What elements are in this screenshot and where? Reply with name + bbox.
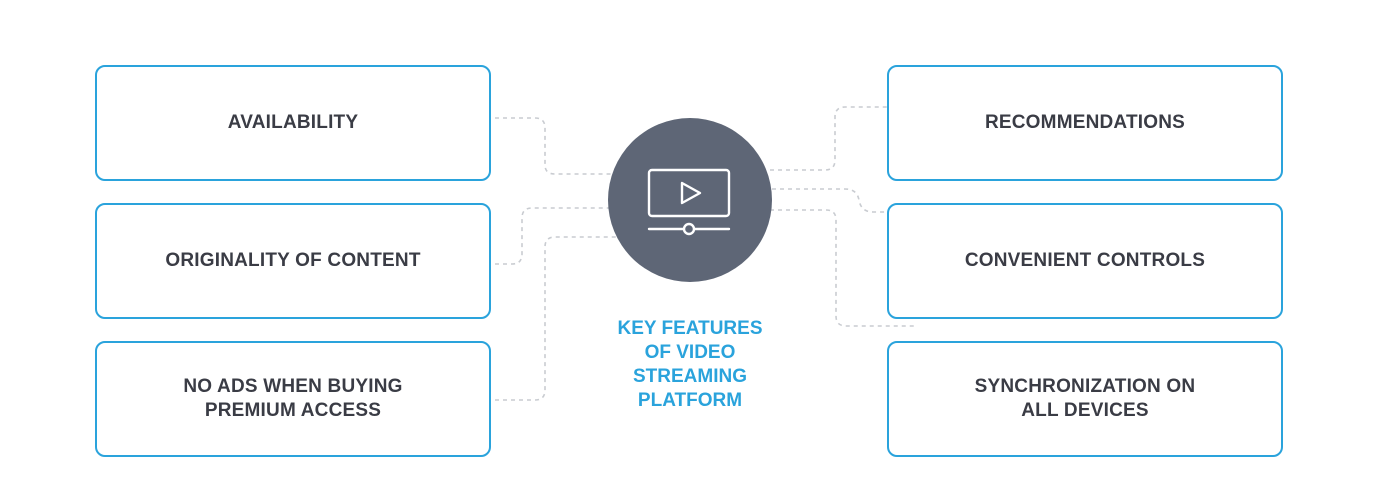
hub-circle bbox=[608, 118, 772, 282]
connector-controls bbox=[772, 188, 887, 213]
feature-box-originality: ORIGINALITY OF CONTENT bbox=[95, 203, 491, 319]
connector-originality bbox=[495, 207, 610, 265]
center-title: KEY FEATURES OF VIDEO STREAMING PLATFORM bbox=[617, 318, 763, 411]
connector-no-ads bbox=[495, 236, 620, 401]
video-player-icon bbox=[647, 168, 731, 236]
feature-box-no-ads: NO ADS WHEN BUYING PREMIUM ACCESS bbox=[95, 341, 491, 457]
feature-box-availability: AVAILABILITY bbox=[95, 65, 491, 181]
feature-box-sync: SYNCHRONIZATION ON ALL DEVICES bbox=[887, 341, 1283, 457]
connector-recommendations bbox=[770, 106, 887, 171]
feature-label: NO ADS WHEN BUYING PREMIUM ACCESS bbox=[183, 376, 403, 421]
feature-label: ORIGINALITY OF CONTENT bbox=[165, 250, 421, 271]
feature-box-recommendations: RECOMMENDATIONS bbox=[887, 65, 1283, 181]
feature-label: SYNCHRONIZATION ON ALL DEVICES bbox=[974, 376, 1196, 421]
connector-sync bbox=[770, 209, 914, 327]
feature-box-controls: CONVENIENT CONTROLS bbox=[887, 203, 1283, 319]
feature-label: CONVENIENT CONTROLS bbox=[964, 250, 1206, 271]
feature-label: AVAILABILITY bbox=[227, 112, 359, 133]
connector-availability bbox=[495, 117, 612, 175]
feature-label: RECOMMENDATIONS bbox=[984, 112, 1186, 133]
